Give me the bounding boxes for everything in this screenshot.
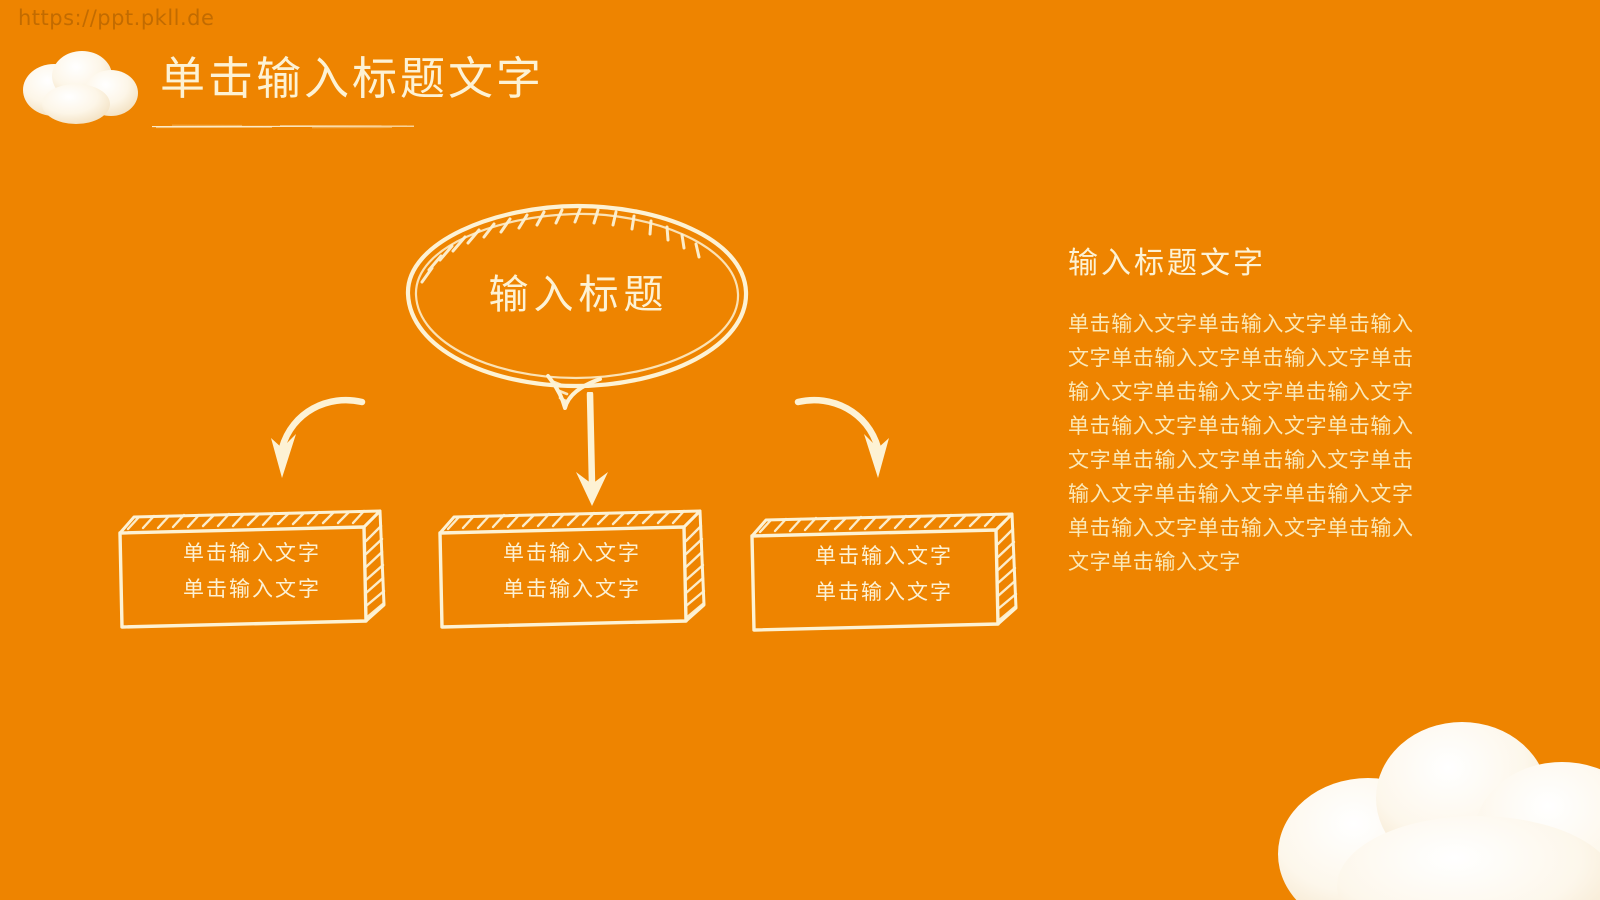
speech-bubble [396,196,756,411]
section-body-text: 单击输入文字单击输入文字单击输入文字单击输入文字单击输入文字单击输入文字单击输入… [1068,311,1414,574]
list-item[interactable]: 单击输入文字 单击输入文字 [740,508,1030,643]
list-item-line-2: 单击输入文字 [183,577,321,601]
curved-arrow-down-right-icon [792,386,902,486]
right-text-column: 输入标题文字 单击输入文字单击输入文字单击输入文字单击输入文字单击输入文字单击输… [1068,245,1416,579]
list-item-line-1: 单击输入文字 [815,544,953,568]
list-item-line-1: 单击输入文字 [183,541,321,565]
list-item-line-2: 单击输入文字 [815,580,953,604]
bubble-label: 输入标题 [488,272,669,317]
section-heading: 输入标题文字 [1068,247,1266,280]
cloud-icon [1262,686,1600,900]
curved-arrow-down-left-icon [258,386,368,486]
list-item[interactable]: 单击输入文字 单击输入文字 [428,505,718,640]
arrow-down-icon [556,390,626,508]
list-item-label: 单击输入文字 单击输入文字 [446,535,696,607]
cloud-icon [16,46,142,132]
list-item-label: 单击输入文字 单击输入文字 [758,538,1008,610]
watermark-url: https://ppt.pkll.de [18,6,215,30]
list-item-line-2: 单击输入文字 [503,577,641,601]
list-item-label: 单击输入文字 单击输入文字 [126,535,376,607]
list-item[interactable]: 单击输入文字 单击输入文字 [108,505,398,640]
list-item-line-1: 单击输入文字 [503,541,641,565]
title-underline [151,116,415,129]
page-title: 单击输入标题文字 [160,54,545,104]
